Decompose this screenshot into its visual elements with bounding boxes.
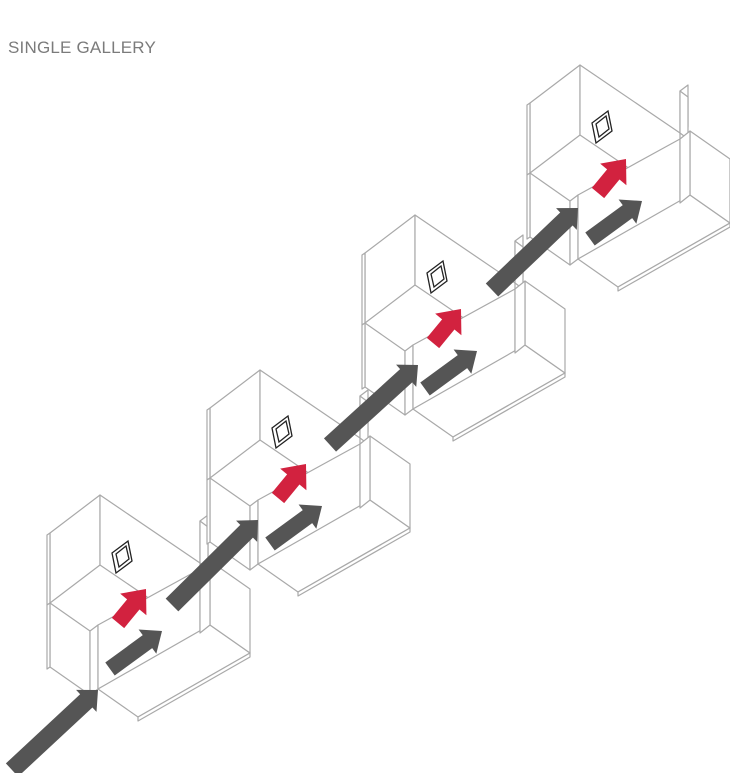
gallery-room-4 <box>526 64 730 292</box>
view-artwork-arrow <box>591 159 627 199</box>
view-artwork-arrow <box>426 309 462 349</box>
walk-through-arrow <box>265 504 322 551</box>
flow-arrow-2-3 <box>323 364 418 452</box>
walk-through-arrow <box>105 629 162 676</box>
entry-flow-arrow <box>5 689 98 773</box>
walk-through-arrow <box>420 349 477 396</box>
artwork-frame-icon <box>111 539 133 575</box>
diagram-title: SINGLE GALLERY <box>8 38 156 57</box>
artwork-frame-icon <box>271 414 293 450</box>
gallery-room-3 <box>361 214 566 442</box>
view-artwork-arrow <box>111 589 147 629</box>
artwork-frame-icon <box>426 259 448 295</box>
flow-arrow-1-2 <box>165 520 258 612</box>
flow-arrow-3-4 <box>485 208 578 297</box>
walk-through-arrow <box>585 199 642 246</box>
artwork-frame-icon <box>591 109 613 145</box>
view-artwork-arrow <box>271 464 307 504</box>
